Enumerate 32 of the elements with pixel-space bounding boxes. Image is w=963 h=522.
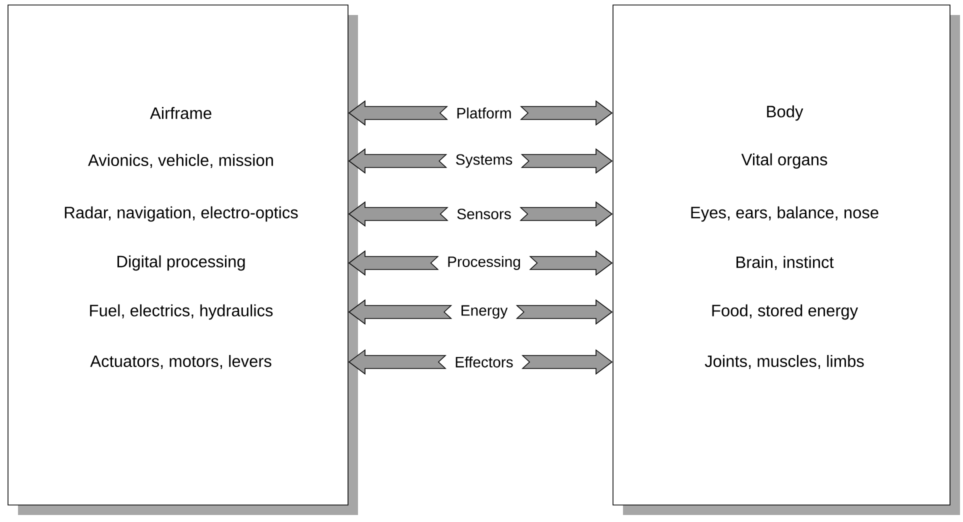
category-label: Effectors: [456, 356, 513, 368]
block-arrow: [348, 299, 452, 325]
block-arrow: [348, 201, 448, 227]
panel-box: [612, 4, 960, 515]
block-arrow: [348, 100, 448, 126]
item-label: Food, stored energy: [712, 304, 858, 320]
item-label: Airframe: [150, 106, 212, 120]
panel-box: [8, 4, 358, 515]
block-arrow: [529, 250, 613, 276]
block-arrow: [520, 201, 613, 227]
item-label: Fuel, electrics, hydraulics: [90, 304, 273, 320]
item-label: Digital processing: [117, 255, 245, 271]
item-label: Body: [767, 105, 804, 121]
block-arrow: [348, 349, 446, 375]
item-label: Eyes, ears, balance, nose: [691, 206, 878, 222]
block-arrow: [348, 148, 448, 174]
item-label: Avionics, vehicle, mission: [88, 154, 273, 168]
item-label: Joints, muscles, limbs: [704, 355, 864, 369]
block-arrow: [520, 148, 613, 174]
block-arrow: [522, 349, 613, 375]
item-label: Vital organs: [741, 153, 828, 169]
block-arrow: [520, 100, 613, 126]
item-label: Radar, navigation, electro-optics: [64, 206, 298, 222]
block-arrow: [348, 250, 439, 276]
category-label: Processing: [448, 256, 520, 270]
block-arrow: [516, 299, 613, 325]
item-label: Brain, instinct: [736, 256, 834, 270]
category-label: Sensors: [457, 208, 511, 220]
item-label: Actuators, motors, levers: [90, 355, 272, 369]
category-label: Energy: [462, 305, 508, 319]
category-label: Platform: [457, 108, 511, 118]
category-label: Systems: [456, 154, 512, 168]
